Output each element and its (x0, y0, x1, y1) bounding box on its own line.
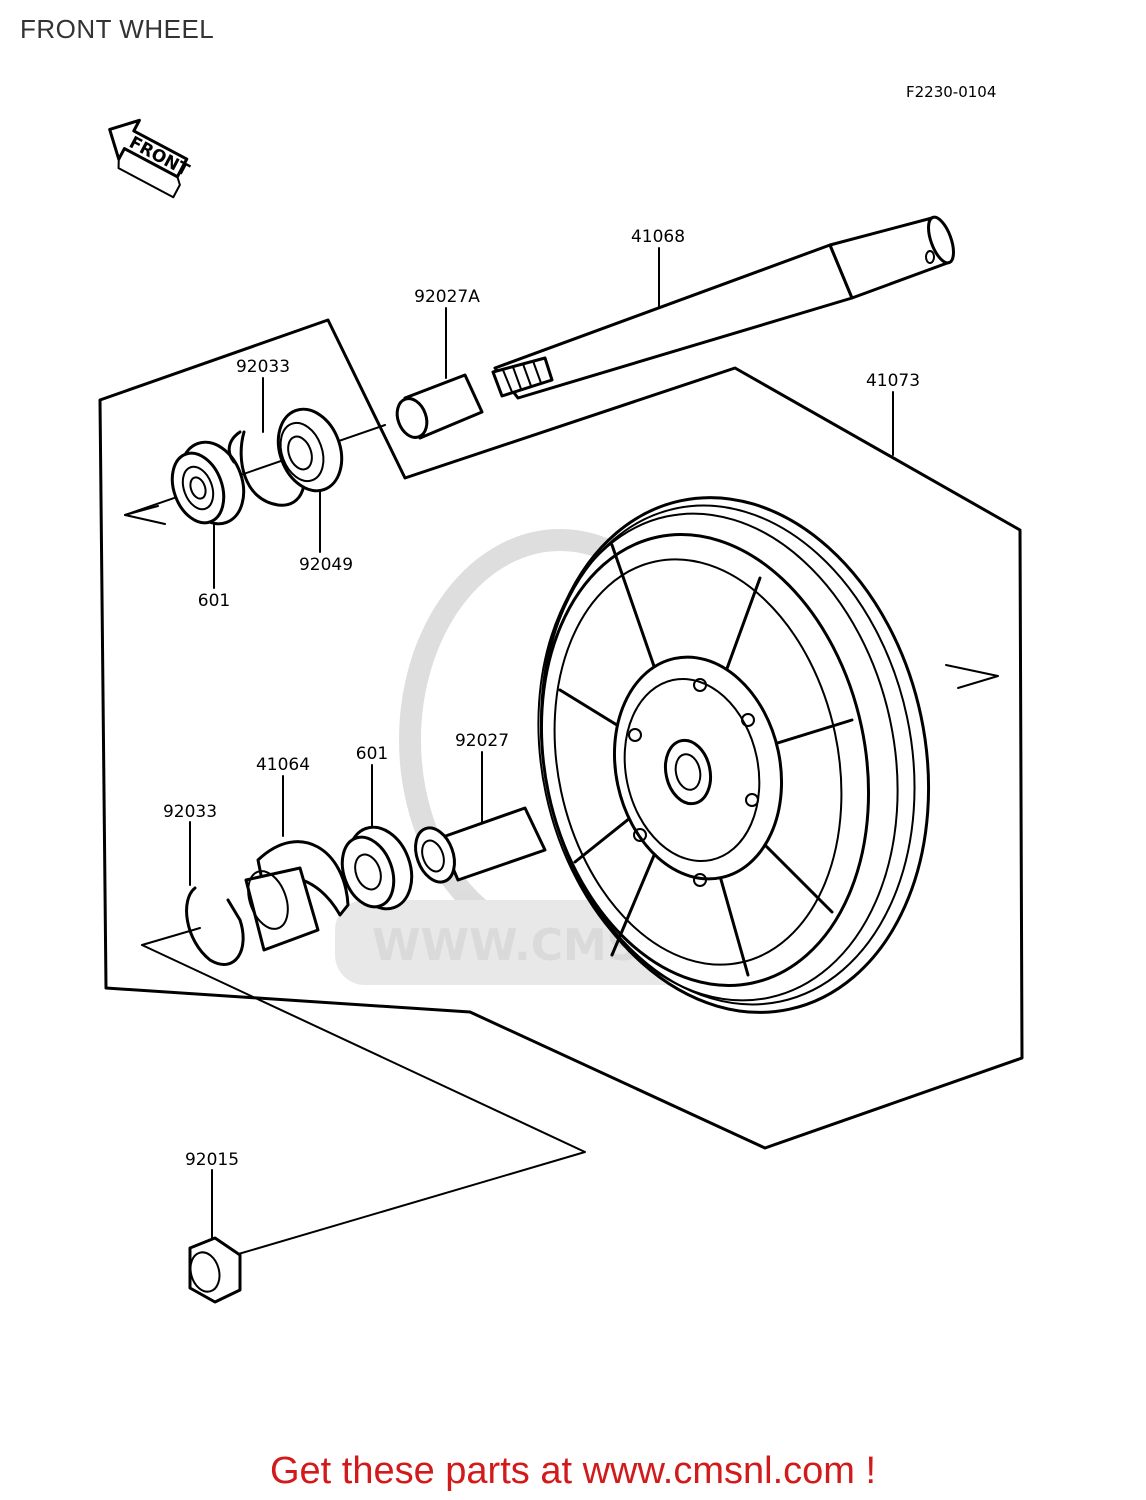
exploded-parts-diagram: WWW.CMSN F2230-0104 FRONT (98, 83, 1024, 1304)
promo-link[interactable]: Get these parts at www.cmsnl.com ! (269, 1450, 877, 1492)
spacer-92027A (395, 373, 484, 440)
gear-housing-41064 (244, 840, 350, 952)
callout-92033-top: 92033 (236, 357, 290, 377)
circlip-92033-bottom (185, 886, 245, 966)
axle-nut-92015 (188, 1236, 242, 1304)
axle-41068 (491, 215, 955, 400)
wheel-41073 (537, 496, 931, 1014)
spacer-92027 (414, 806, 547, 884)
callout-41064: 41064 (256, 755, 310, 775)
assembly-outline (98, 318, 1024, 1150)
callout-92027: 92027 (455, 731, 509, 751)
front-arrow-icon: FRONT (108, 118, 193, 199)
oil-seal-92049 (276, 407, 344, 493)
callout-41068: 41068 (631, 227, 685, 247)
part-callouts: 41068 92027A 41073 92033 92049 601 41064… (163, 227, 920, 1170)
diagram-code: F2230-0104 (906, 83, 996, 101)
callout-601-top: 601 (198, 591, 230, 611)
callout-601-bottom: 601 (356, 744, 388, 764)
page-title: FRONT WHEEL (20, 14, 215, 44)
bearing-601-top (170, 440, 246, 526)
callout-92027A: 92027A (414, 287, 480, 307)
callout-41073: 41073 (866, 371, 920, 391)
callout-92033-bottom: 92033 (163, 802, 217, 822)
callout-92049: 92049 (299, 555, 353, 575)
bearing-601-bottom (340, 825, 414, 911)
callout-92015: 92015 (185, 1150, 239, 1170)
